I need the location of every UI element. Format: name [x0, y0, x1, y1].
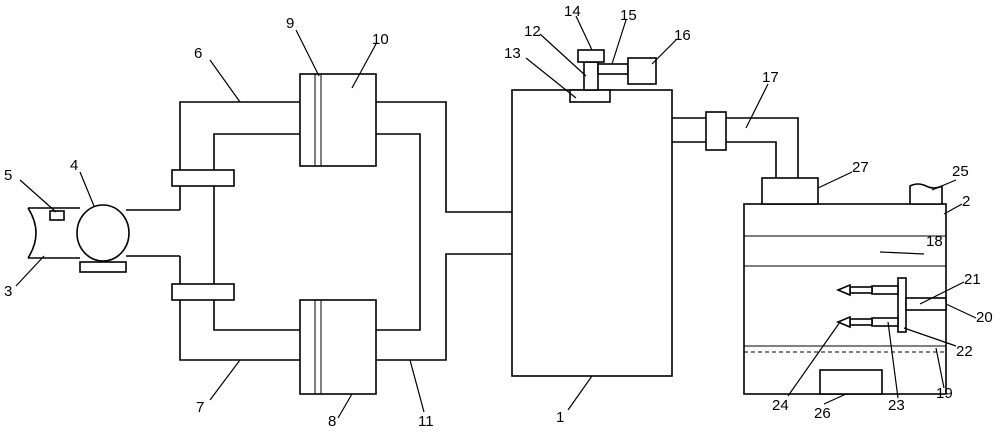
- valve-handle: [577, 49, 605, 63]
- transfer-pipe: [672, 111, 799, 178]
- label-4: 4: [70, 157, 78, 174]
- label-17: 17: [762, 69, 779, 86]
- pump: [76, 204, 130, 273]
- label-26: 26: [814, 405, 831, 422]
- transfer-flange: [705, 111, 727, 151]
- label-2: 2: [962, 193, 970, 210]
- label-23: 23: [888, 397, 905, 414]
- label-11: 11: [418, 413, 434, 430]
- vent-pipe: [909, 183, 943, 205]
- valve-arm: [597, 63, 629, 75]
- secondary-tank: [743, 177, 947, 395]
- bottom-box: [819, 369, 883, 395]
- upper-filter-unit: [299, 73, 377, 167]
- valve-actuator: [627, 57, 657, 85]
- label-8: 8: [328, 413, 336, 430]
- lower-filter-unit: [299, 299, 377, 395]
- label-12: 12: [524, 23, 541, 40]
- valve-base: [569, 89, 611, 103]
- label-6: 6: [194, 45, 202, 62]
- label-5: 5: [4, 167, 12, 184]
- label-13: 13: [504, 45, 521, 62]
- label-18: 18: [926, 233, 943, 250]
- valve-stem: [583, 61, 599, 91]
- top-valve-assembly: [569, 49, 657, 103]
- label-21: 21: [964, 271, 981, 288]
- nozzle-assembly: [835, 277, 947, 333]
- label-15: 15: [620, 7, 637, 24]
- inlet-pipe: [27, 207, 180, 259]
- label-14: 14: [564, 3, 581, 20]
- label-22: 22: [956, 343, 973, 360]
- label-19: 19: [936, 385, 953, 402]
- label-27: 27: [852, 159, 869, 176]
- leader-lines: [15, 15, 977, 419]
- label-1: 1: [556, 409, 564, 426]
- label-20: 20: [976, 309, 993, 326]
- main-tank: [511, 89, 673, 377]
- inlet-box: [761, 177, 819, 205]
- nozzle-plate: [897, 277, 907, 333]
- branch-pipes: [171, 101, 300, 361]
- part-labels: 5 4 3 6 7 9 10 8 11 1 12 13 14 15 16 17 …: [4, 3, 993, 430]
- label-10: 10: [372, 31, 389, 48]
- label-24: 24: [772, 397, 789, 414]
- label-3: 3: [4, 283, 12, 300]
- label-25: 25: [952, 163, 969, 180]
- upper-flange: [171, 169, 235, 187]
- sensor-box: [49, 210, 65, 221]
- nozzle-shaft: [905, 297, 947, 311]
- outlet-pipes: [376, 101, 512, 361]
- label-16: 16: [674, 27, 691, 44]
- label-9: 9: [286, 15, 294, 32]
- label-7: 7: [196, 399, 204, 416]
- lower-flange: [171, 283, 235, 301]
